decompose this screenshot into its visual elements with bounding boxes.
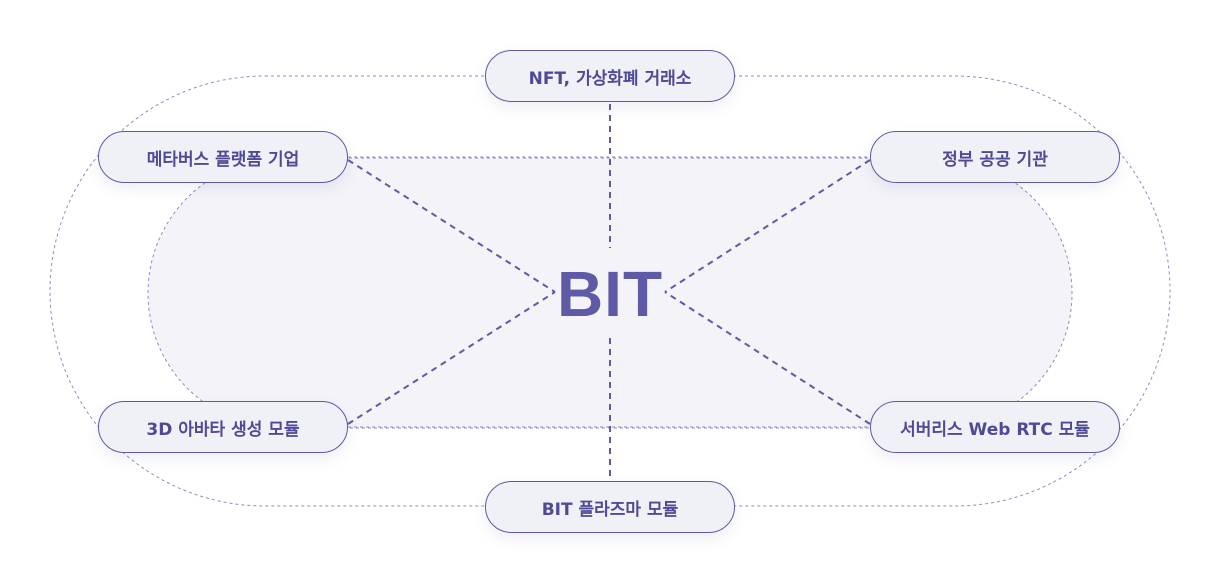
center-label: BIT	[556, 258, 664, 330]
spoke-bottom-left	[347, 291, 556, 425]
node-metaverse-platform: 메타버스 플랫폼 기업	[98, 131, 348, 183]
node-plasma-module: BIT 플라즈마 모듈	[485, 481, 735, 533]
spoke-top-right	[664, 159, 871, 293]
spoke-bottom-right	[664, 291, 871, 425]
node-nft-exchange: NFT, 가상화폐 거래소	[485, 50, 735, 102]
node-avatar-module: 3D 아바타 생성 모듈	[98, 401, 348, 453]
node-webrtc-module: 서버리스 Web RTC 모듈	[870, 401, 1120, 453]
node-government-agency: 정부 공공 기관	[870, 131, 1120, 183]
spoke-top-left	[347, 159, 556, 293]
